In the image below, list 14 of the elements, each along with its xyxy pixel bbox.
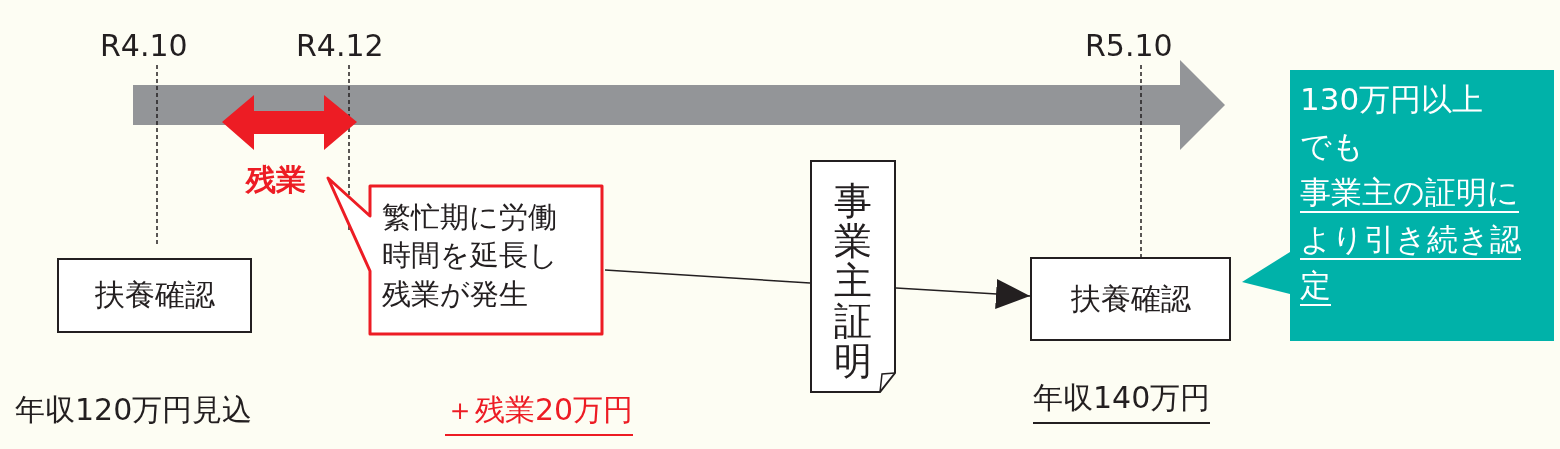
overtime-label: 残業 (246, 162, 306, 198)
check-box: 扶養確認 (57, 258, 252, 333)
speech-bubble: 130万円以上でも 事業主の証明により引き続き認定 (1240, 70, 1554, 341)
speech-bubble: 繁忙期に労働時間を延長し残業が発生 (325, 176, 605, 336)
document-shape: 事業主証明 (810, 160, 896, 394)
income-label: 年収120万円見込 (15, 392, 253, 428)
connector-line (604, 269, 811, 284)
check-box: 扶養確認 (1030, 257, 1231, 341)
date-label: R4.12 (296, 28, 384, 64)
date-label: R4.10 (100, 28, 188, 64)
income-label: ＋残業20万円 (445, 392, 634, 436)
connector-line (895, 279, 1031, 309)
date-label: R5.10 (1085, 28, 1173, 64)
income-label: 年収140万円 (1033, 380, 1211, 424)
